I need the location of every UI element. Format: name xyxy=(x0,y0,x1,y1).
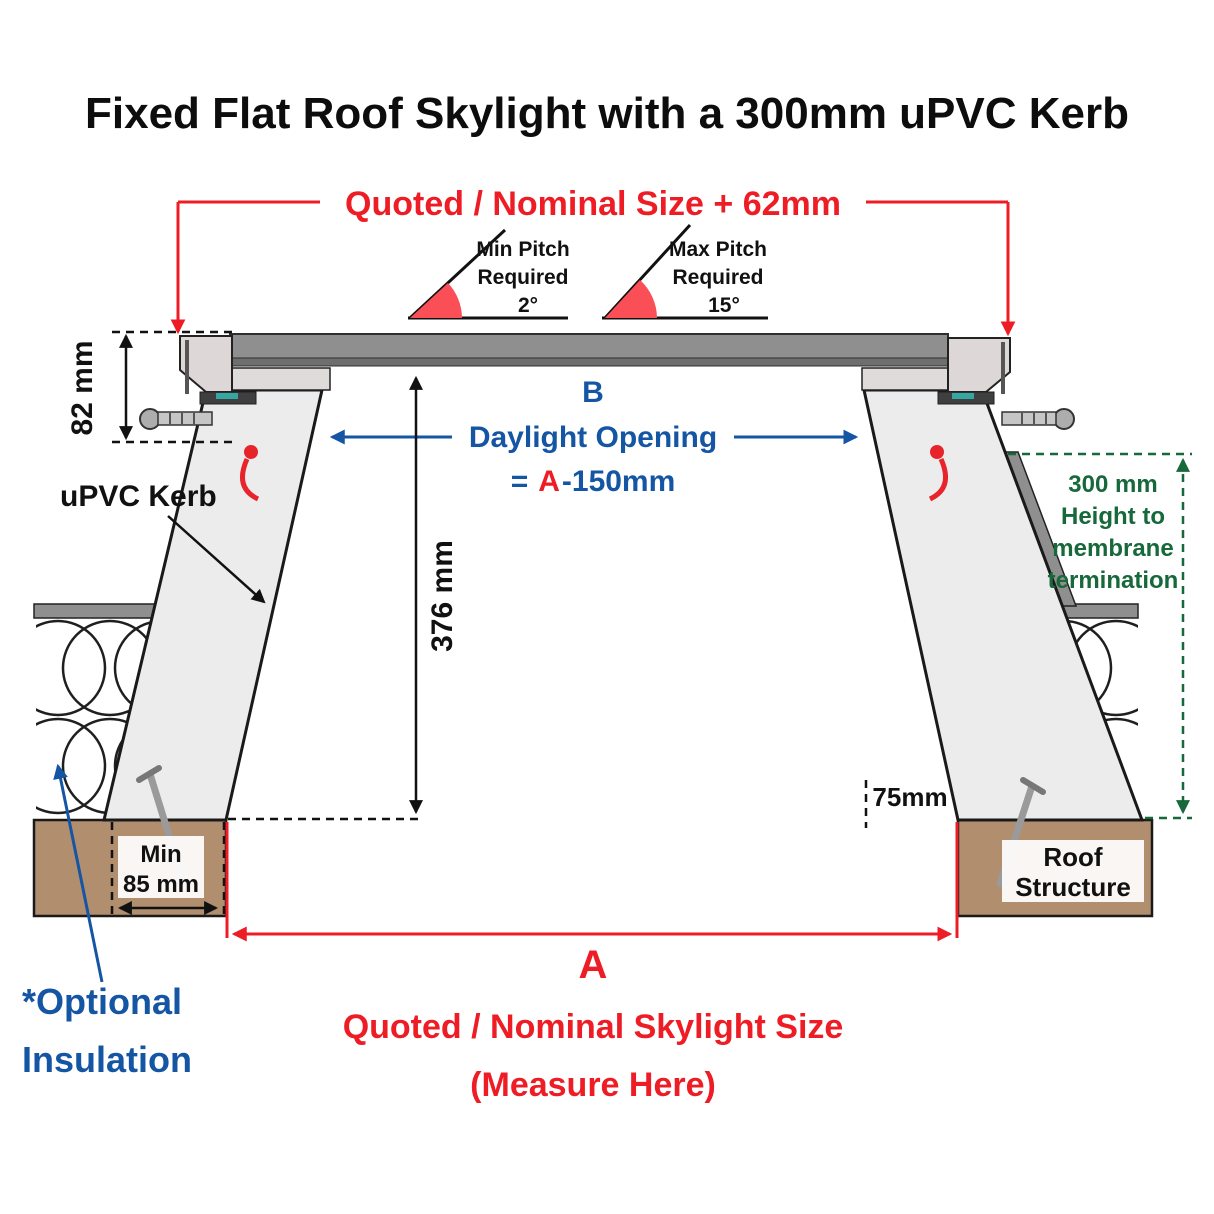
min-pitch-line2: Required xyxy=(477,266,568,289)
membrane-height-line1: 300 mm xyxy=(1068,471,1157,498)
gasket-left xyxy=(244,445,258,459)
screw-head-left xyxy=(139,408,161,430)
page-title: Fixed Flat Roof Skylight with a 300mm uP… xyxy=(85,89,1129,138)
screw-head-right xyxy=(1053,408,1075,430)
optional-insulation-line2: Insulation xyxy=(22,1039,192,1080)
kerb-label-group: uPVC Kerb xyxy=(60,480,266,604)
kerb-label: uPVC Kerb xyxy=(60,480,217,513)
roof-structure-line1: Roof xyxy=(1043,842,1103,872)
min-pitch-line1: Min Pitch xyxy=(476,238,569,261)
optional-insulation-line1: *Optional xyxy=(22,981,182,1022)
glass-panel xyxy=(229,333,949,363)
roof-structure-line2: Structure xyxy=(1015,872,1131,902)
membrane-height-line3: membrane xyxy=(1052,535,1173,562)
bottom-dimension-line2: (Measure Here) xyxy=(470,1066,716,1104)
fixings-right xyxy=(928,342,1075,888)
membrane-height-line2: Height to xyxy=(1061,503,1165,530)
membrane-height-dimension: 300 mm Height to membrane termination xyxy=(1008,452,1192,820)
max-pitch-indicator: Max Pitch Required 15° xyxy=(602,223,768,320)
min-pitch-value: 2° xyxy=(518,294,538,317)
dimension-75mm: 75mm xyxy=(864,780,948,828)
daylight-b-label: B xyxy=(582,376,604,409)
dimension-min-85mm: Min 85 mm xyxy=(110,822,226,920)
min-pitch-indicator: Min Pitch Required 2° xyxy=(408,228,570,320)
daylight-eq-prefix: = xyxy=(511,465,529,498)
dimension-75mm-label: 75mm xyxy=(872,782,947,812)
membrane-height-line4: termination xyxy=(1048,567,1179,594)
daylight-opening: B Daylight Opening = A-150mm xyxy=(329,376,859,498)
top-dimension: Quoted / Nominal Size + 62mm xyxy=(170,182,1016,337)
gasket-right xyxy=(930,445,944,459)
glass-underside xyxy=(229,357,949,367)
frame-cap-right xyxy=(947,337,1011,393)
membrane-left xyxy=(33,603,167,619)
max-pitch-line1: Max Pitch xyxy=(669,238,767,261)
daylight-equation: = A-150mm xyxy=(511,465,676,498)
max-pitch-line2: Required xyxy=(672,266,763,289)
optional-insulation-label-group: *Optional Insulation xyxy=(22,763,192,1080)
dimension-376mm-label: 376 mm xyxy=(426,540,459,652)
fixings-left xyxy=(136,340,260,888)
roof-structure-label-group: Roof Structure xyxy=(1002,840,1144,902)
bottom-dimension-a: A xyxy=(579,943,608,987)
top-dimension-label: Quoted / Nominal Size + 62mm xyxy=(345,185,841,223)
daylight-label: Daylight Opening xyxy=(469,421,717,454)
daylight-eq-a: A xyxy=(538,465,560,498)
daylight-eq-suffix: -150mm xyxy=(562,465,675,498)
bottom-dimension-line1: Quoted / Nominal Skylight Size xyxy=(343,1008,844,1046)
dimension-82mm-label: 82 mm xyxy=(66,340,99,435)
min-85mm-line1: Min xyxy=(140,841,181,868)
dimension-376mm: 376 mm xyxy=(228,375,459,821)
min-85mm-line2: 85 mm xyxy=(123,871,199,898)
bottom-dimension: A Quoted / Nominal Skylight Size (Measur… xyxy=(225,822,959,1104)
dimension-82mm: 82 mm xyxy=(66,330,234,444)
max-pitch-value: 15° xyxy=(708,294,740,317)
